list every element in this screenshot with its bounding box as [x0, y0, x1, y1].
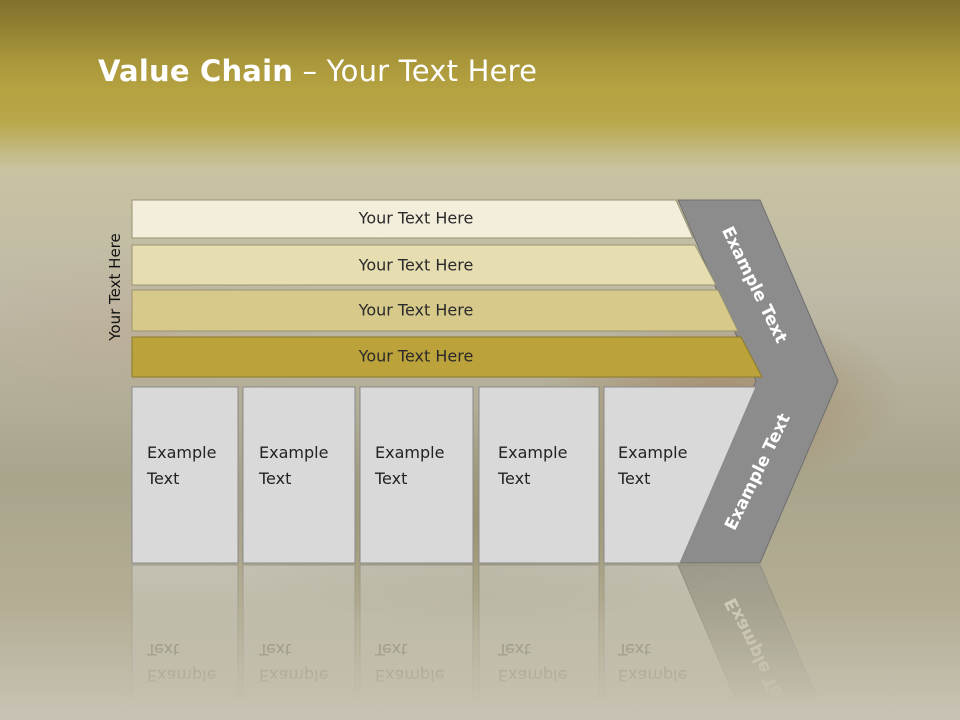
- reflection-box-1-line1: Example: [147, 666, 216, 685]
- box-5: [603, 386, 757, 564]
- reflection-box-4-line2: Text: [497, 640, 530, 659]
- bar-1-label: Your Text Here: [358, 209, 474, 228]
- box-1-line1: Example: [147, 443, 216, 462]
- reflection-box-5-line2: Text: [617, 640, 650, 659]
- box-3-line1: Example: [375, 443, 444, 462]
- reflection-box-3-line2: Text: [374, 640, 407, 659]
- box-2: [242, 386, 356, 564]
- box-5-line2: Text: [617, 469, 650, 488]
- bar-3-label: Your Text Here: [358, 301, 474, 320]
- bar-1: [131, 199, 694, 239]
- bar-4-label: Your Text Here: [358, 347, 474, 366]
- reflection-box-2-line1: Example: [259, 666, 328, 685]
- boxes-group: Example Text Example Text Example Text E…: [131, 386, 757, 564]
- bar-2: [131, 244, 717, 286]
- box-4-line2: Text: [497, 469, 530, 488]
- reflection-box-3: [359, 564, 474, 720]
- box-3: [359, 386, 474, 564]
- slide-title: Value Chain – Your Text Here: [98, 54, 537, 88]
- box-2-line1: Example: [259, 443, 328, 462]
- reflection-box-2: [242, 564, 356, 720]
- title-band: [0, 0, 960, 150]
- reflection-box-4-line1: Example: [498, 666, 567, 685]
- box-4: [478, 386, 600, 564]
- bars-group: Your Text Here Your Text Here Your Text …: [131, 199, 763, 378]
- slide-title-bold: Value Chain: [98, 54, 294, 88]
- box-2-line2: Text: [258, 469, 291, 488]
- box-4-line1: Example: [498, 443, 567, 462]
- box-1-line2: Text: [146, 469, 179, 488]
- reflection-chevron: [677, 564, 827, 720]
- bar-3: [131, 289, 739, 332]
- slide-title-rest: – Your Text Here: [293, 54, 538, 88]
- bar-4: [131, 336, 763, 378]
- reflection-box-3-line1: Example: [375, 666, 444, 685]
- box-1: [131, 386, 239, 564]
- reflection-box-1: [131, 564, 239, 720]
- reflection-box-4: [478, 564, 600, 720]
- diagram-reflection: Example Text Example Text Example Text E…: [131, 564, 827, 720]
- bar-2-label: Your Text Here: [358, 256, 474, 275]
- reflection-box-1-line2: Text: [146, 640, 179, 659]
- reflection-box-5-line1: Example: [618, 666, 687, 685]
- box-5-line1: Example: [618, 443, 687, 462]
- reflection-box-2-line2: Text: [258, 640, 291, 659]
- box-3-line2: Text: [374, 469, 407, 488]
